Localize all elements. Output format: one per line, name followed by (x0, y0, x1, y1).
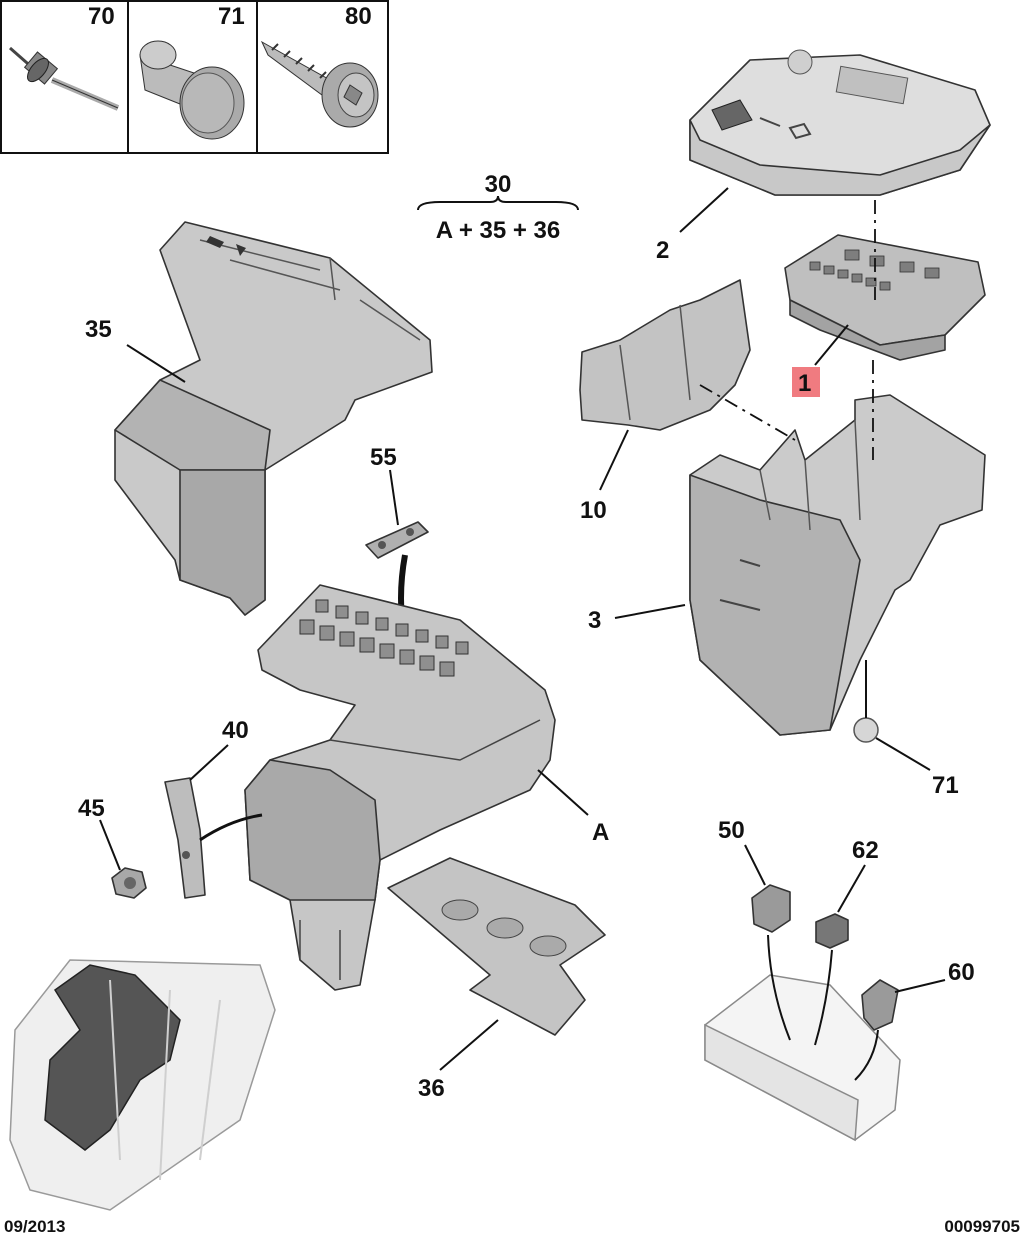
nut-45 (111, 867, 147, 899)
label-50: 50 (718, 817, 745, 844)
label-62: 62 (852, 837, 879, 864)
leader-3 (614, 604, 686, 619)
fastener-ref-80: 80 (345, 3, 372, 30)
leader-71 (875, 737, 931, 771)
leader-2 (679, 187, 729, 233)
fusebox-base-A (244, 584, 556, 991)
fuse-50-path (767, 934, 791, 1041)
formula-bottom: A + 35 + 36 (436, 217, 561, 244)
label-1: 1 (798, 370, 811, 397)
leader-55 (389, 469, 399, 526)
formula-top: 30 (485, 171, 512, 198)
label-55: 55 (370, 444, 397, 471)
label-40: 40 (222, 717, 249, 744)
leader-A (537, 769, 589, 816)
upper-cover-35 (114, 221, 433, 616)
leader-60 (894, 979, 946, 993)
label-2: 2 (656, 237, 669, 264)
fuse-block (704, 974, 901, 1142)
fuse-62 (815, 913, 849, 949)
leader-1 (814, 324, 849, 366)
label-35: 35 (85, 316, 112, 343)
screw-icon (260, 40, 379, 128)
label-71: 71 (932, 772, 959, 799)
fastener-ref-70: 70 (88, 3, 115, 30)
label-A: A (592, 819, 609, 846)
leader-35 (126, 344, 186, 383)
footer-code: 00099705 (944, 1217, 1020, 1236)
plug-icon (139, 40, 245, 140)
rivet-icon (9, 46, 120, 111)
label-60: 60 (948, 959, 975, 986)
fuse-62-path (814, 949, 833, 1046)
label-36: 36 (418, 1075, 445, 1102)
clip-55 (365, 521, 429, 559)
lower-tray-36 (387, 857, 606, 1036)
label-45: 45 (78, 795, 105, 822)
leader-10 (599, 429, 629, 491)
leader-40 (189, 744, 229, 781)
fuse-50 (751, 884, 791, 933)
assembly-axis-10 (699, 384, 796, 441)
fastener-ref-71: 71 (218, 3, 245, 30)
label-3: 3 (588, 607, 601, 634)
housing-3 (689, 394, 986, 736)
plug-71 (853, 717, 879, 743)
fuse-60-path (854, 1029, 879, 1081)
bracket-40 (164, 777, 206, 899)
side-plate-10 (579, 279, 751, 431)
leader-62 (837, 864, 866, 913)
leader-50 (744, 844, 766, 886)
leader-36 (439, 1019, 499, 1071)
label-10: 10 (580, 497, 607, 524)
highlight-box (792, 367, 820, 397)
leader-45 (99, 819, 121, 871)
fastener-panel: 70 71 80 (0, 0, 389, 154)
top-cover-2 (689, 49, 991, 196)
bracket-40-link (199, 813, 263, 842)
footer-date: 09/2013 (4, 1217, 65, 1236)
fuse-module-1 (784, 234, 986, 361)
battery-illustration (9, 959, 276, 1211)
kit-formula: 30 A + 35 + 36 (417, 171, 579, 244)
fuse-60 (861, 979, 899, 1031)
